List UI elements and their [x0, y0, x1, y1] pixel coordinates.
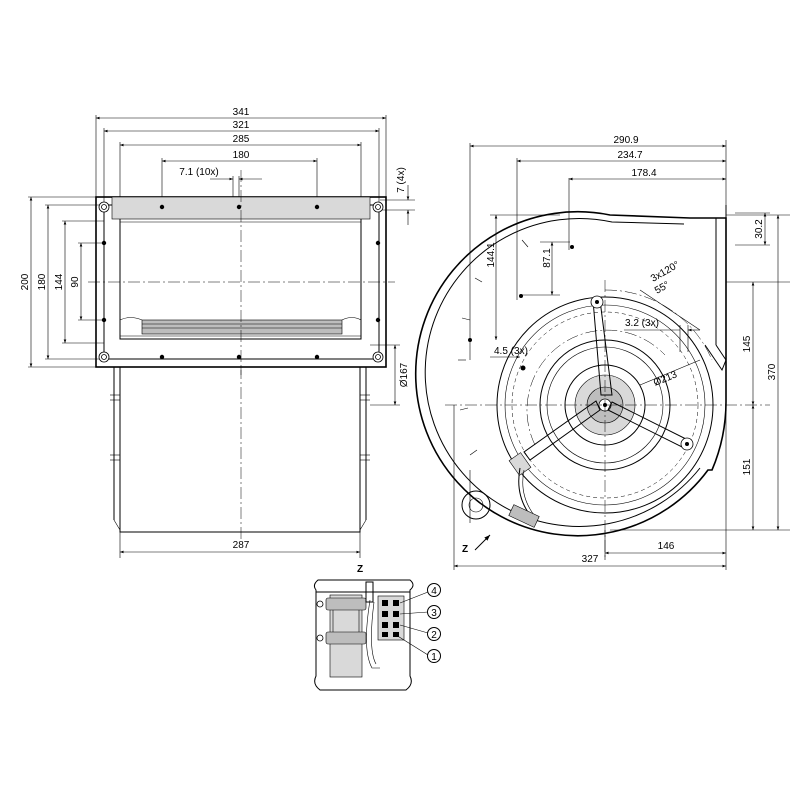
dim-321: 321 — [233, 120, 250, 131]
detail-z: Z 4 3 2 1 — [313, 564, 441, 691]
dim-30-2: 30.2 — [754, 219, 765, 239]
dim-7-4x: 7 (4x) — [396, 167, 407, 193]
front-housing-lower — [119, 366, 361, 533]
callout-1 — [427, 649, 441, 663]
dim-178-4: 178.4 — [631, 168, 656, 179]
callout-1-label: 1 — [431, 652, 437, 663]
dim-341: 341 — [233, 107, 250, 118]
dim-diameter-213: Ø213 — [652, 369, 679, 389]
dim-151: 151 — [742, 458, 753, 475]
dim-144-1: 144.1 — [486, 242, 497, 267]
callout-3 — [427, 605, 441, 619]
front-view: 341 321 285 180 7.1 (10x) 7 (4x) 200 180… — [20, 107, 415, 558]
dim-146: 146 — [658, 541, 675, 552]
dim-7-1-10x: 7.1 (10x) — [179, 167, 218, 178]
dim-144: 144 — [54, 273, 65, 290]
dim-234-7: 234.7 — [617, 150, 642, 161]
dim-370: 370 — [767, 363, 778, 380]
view-z-marker: Z — [462, 544, 468, 555]
callout-4 — [427, 583, 441, 597]
connector-block — [508, 504, 540, 528]
motor-arm-left — [523, 400, 601, 461]
dim-3-2-3x: 3.2 (3x) — [625, 318, 659, 329]
dim-290-9: 290.9 — [613, 135, 638, 146]
callout-3-label: 3 — [431, 608, 437, 619]
dim-327: 327 — [582, 554, 599, 565]
capacitor — [461, 490, 491, 520]
dim-145: 145 — [742, 335, 753, 352]
dim-87-1: 87.1 — [542, 248, 553, 268]
callout-2 — [427, 627, 441, 641]
callout-4-label: 4 — [431, 586, 437, 597]
dim-diameter-167: Ø167 — [399, 362, 410, 387]
dim-180-left: 180 — [37, 273, 48, 290]
dim-4-5-3x: 4.5 (3x) — [494, 346, 528, 357]
dim-90: 90 — [70, 276, 81, 288]
detail-z-title: Z — [357, 564, 363, 575]
detail-z-frame — [313, 579, 414, 691]
detail-terminal-block — [377, 595, 405, 641]
dim-200: 200 — [20, 273, 31, 290]
side-view: 290.9 234.7 178.4 30.2 144.1 87.1 — [414, 135, 790, 570]
dim-287: 287 — [233, 540, 250, 551]
dim-180: 180 — [233, 150, 250, 161]
dim-285: 285 — [233, 134, 250, 145]
scroll-housing — [414, 210, 727, 537]
callout-2-label: 2 — [431, 630, 437, 641]
